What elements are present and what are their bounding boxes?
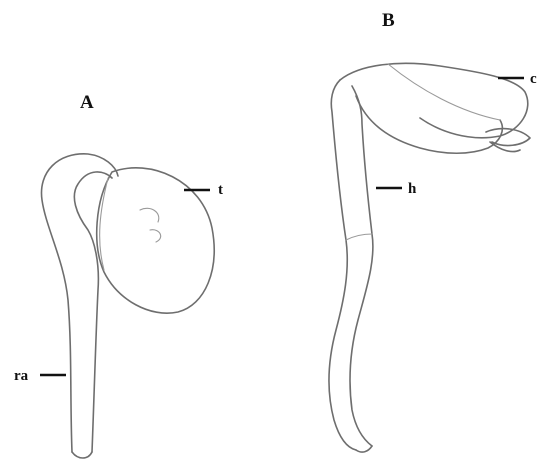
panel-a-letter: A <box>80 92 94 113</box>
label-radicle: ra <box>14 368 29 384</box>
label-cotyledon: c <box>530 71 537 87</box>
panel-b-letter: B <box>382 10 395 31</box>
hypocotyl-tip <box>356 446 372 452</box>
hypocotyl-right <box>350 86 373 446</box>
label-testa: t <box>218 182 223 198</box>
radicle-inner <box>74 172 112 452</box>
cotyledon-divide <box>388 64 500 120</box>
hypocotyl-node <box>346 234 372 240</box>
panel-a: A t ra <box>14 92 223 458</box>
radicle-outer <box>41 154 118 452</box>
seed-texture <box>140 208 161 242</box>
label-hypocotyl: h <box>408 181 417 197</box>
panel-b: B c h <box>329 10 537 452</box>
cotyledon-upper <box>340 63 528 137</box>
hypocotyl-left <box>329 80 356 450</box>
embryo-fold <box>100 178 108 270</box>
radicle-tip <box>72 452 92 458</box>
